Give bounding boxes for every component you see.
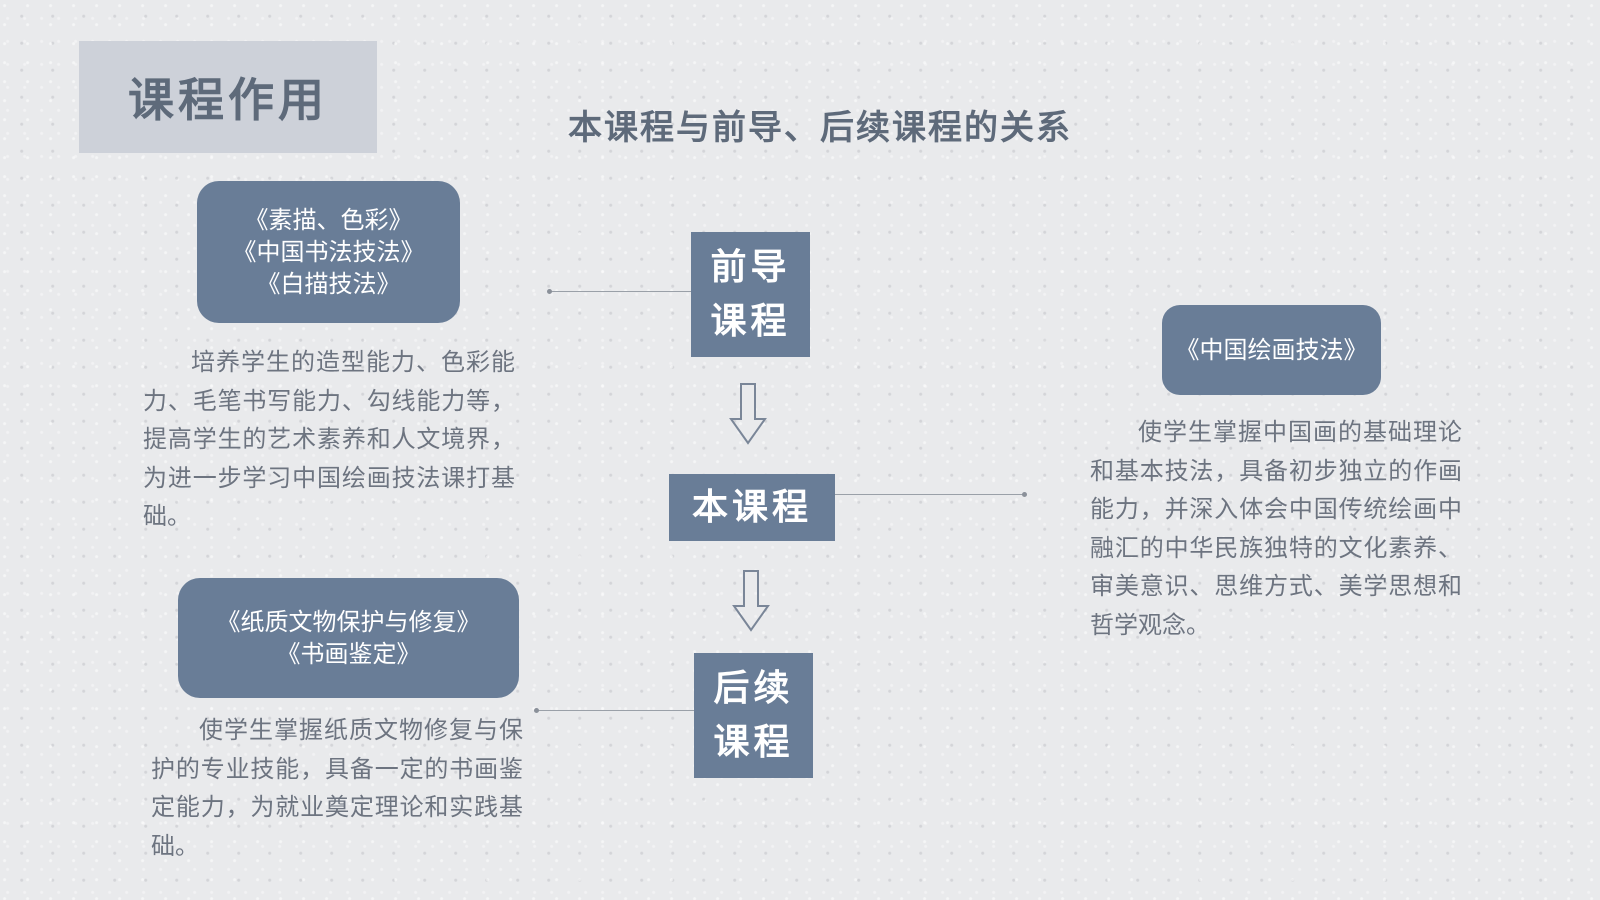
followup-course-1: 《纸质文物保护与修复》 [216,608,481,636]
down-arrow-icon [732,570,770,632]
prereq-connector-dot [547,289,552,294]
followup-node: 后续 课程 [694,653,813,778]
current-courses-box: 《中国绘画技法》 [1162,305,1381,395]
followup-courses-box: 《纸质文物保护与修复》 《书画鉴定》 [178,578,519,698]
down-arrow-icon [729,383,767,445]
current-connector-dot [1022,492,1027,497]
prereq-node-line2: 课程 [710,300,791,342]
title-banner: 课程作用 [79,41,377,153]
followup-connector-line [537,710,694,711]
page-title: 课程作用 [128,73,328,127]
current-node-label: 本课程 [691,486,812,528]
prereq-courses-box: 《素描、色彩》 《中国书法技法》 《白描技法》 [197,181,460,323]
prereq-course-2: 《中国书法技法》 [232,238,425,266]
prereq-node: 前导 课程 [691,232,810,357]
current-course-1: 《中国绘画技法》 [1175,336,1368,364]
followup-node-line1: 后续 [713,667,794,709]
current-description: 使学生掌握中国画的基础理论和基本技法，具备初步独立的作画能力，并深入体会中国传统… [1090,418,1462,639]
prereq-description: 培养学生的造型能力、色彩能力、毛笔书写能力、勾线能力等，提高学生的艺术素养和人文… [143,348,515,530]
prereq-connector-line [550,291,691,292]
followup-course-2: 《书画鉴定》 [276,640,421,668]
followup-description: 使学生掌握纸质文物修复与保护的专业技能，具备一定的书画鉴定能力，为就业奠定理论和… [151,716,523,860]
current-node: 本课程 [669,474,835,541]
prereq-course-3: 《白描技法》 [256,270,401,298]
prereq-node-line1: 前导 [710,246,791,288]
diagram-subtitle: 本课程与前导、后续课程的关系 [568,108,1072,148]
current-connector-line [835,494,1025,495]
followup-connector-dot [534,708,539,713]
followup-node-line2: 课程 [713,721,794,763]
prereq-course-1: 《素描、色彩》 [244,206,413,234]
